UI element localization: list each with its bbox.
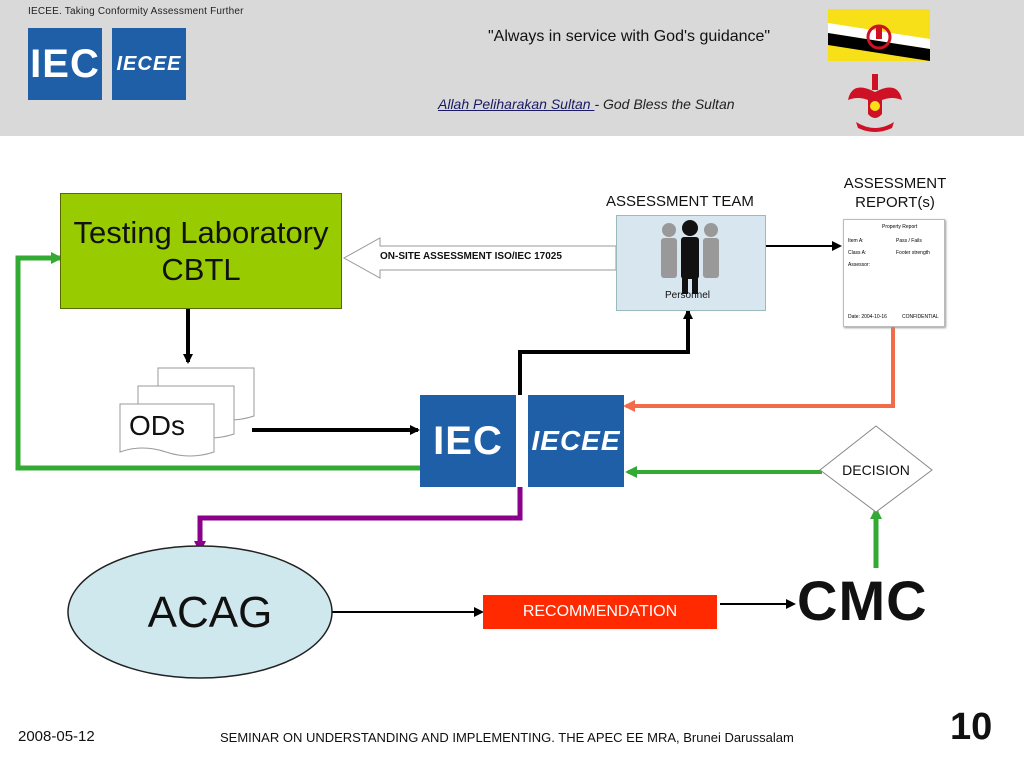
report-doc-footer-date: Date: 2004-10-16 [848, 314, 887, 320]
report-document: Property Report Item A: Pass / Fails Cla… [843, 219, 945, 327]
iecee-logo: IECEE [112, 28, 186, 100]
header-tagline: IECEE. Taking Conformity Assessment Furt… [28, 6, 244, 17]
motto: "Always in service with God's guidance" [488, 28, 771, 45]
iec-logo-text: IEC [30, 41, 100, 86]
iec-to-team-arrow [518, 309, 693, 395]
onsite-assessment-arrow [342, 237, 617, 279]
brunei-emblem [842, 70, 908, 134]
report-doc-row3-left: Assessor: [848, 262, 870, 268]
page-number: 10 [950, 706, 993, 748]
crest-icon [848, 74, 902, 132]
center-iec-logo-text: IEC [433, 418, 503, 463]
report-doc-row1-right: Pass / Fails [896, 238, 922, 244]
report-doc-row1-left: Item A: [848, 238, 864, 244]
motto-english: - God Bless the Sultan [594, 96, 735, 112]
brunei-flag [828, 9, 930, 61]
footer-date: 2008-05-12 [18, 728, 95, 745]
personnel-label: Personnel [665, 290, 711, 301]
report-to-iec-arrow [623, 326, 895, 412]
recommendation-label: RECOMMENDATION [522, 603, 678, 620]
acag-ellipse [67, 545, 333, 679]
assessment-team-label: ASSESSMENT TEAM [606, 193, 754, 210]
iec-logo: IEC [28, 28, 102, 100]
decision-label: DECISION [842, 462, 910, 478]
assessment-report-label: ASSESSMENT REPORT(s) [843, 175, 947, 211]
testing-laboratory-box: Testing Laboratory CBTL [60, 193, 342, 309]
ods-label: ODs [126, 410, 188, 442]
lab-label-line1: Testing Laboratory [73, 214, 329, 250]
lab-label-line2: CBTL [161, 252, 241, 287]
people-icon [661, 220, 719, 294]
motto-secondary: Allah Peliharakan Sultan - God Bless the… [438, 96, 735, 112]
report-doc-row2-right: Footer strength [896, 250, 930, 256]
cmc-label: CMC [797, 569, 928, 632]
iecee-logo-text: IECEE [116, 52, 182, 75]
brunei-flag-icon [828, 9, 930, 61]
report-doc-row2-left: Class A: [848, 250, 867, 256]
report-doc-footer-code: CONFIDENTIAL [902, 314, 939, 320]
center-iec-logo: IEC [420, 395, 516, 487]
onsite-assessment-label: ON-SITE ASSESSMENT ISO/IEC 17025 [380, 251, 562, 262]
decision-diamond [819, 425, 933, 513]
personnel-box: Personnel [616, 215, 766, 311]
iec-to-acag-arrow [194, 487, 523, 553]
motto-malay: Allah Peliharakan Sultan [438, 96, 595, 112]
center-iecee-logo-text: IECEE [531, 425, 621, 456]
footer-seminar-title: SEMINAR ON UNDERSTANDING AND IMPLEMENTIN… [220, 730, 794, 745]
green-feedback-arrow [15, 252, 420, 471]
report-doc-title: Property Report [882, 224, 918, 230]
acag-label: ACAG [147, 588, 273, 637]
recommendation-box: RECOMMENDATION [483, 595, 717, 629]
center-iecee-logo: IECEE [528, 395, 624, 487]
